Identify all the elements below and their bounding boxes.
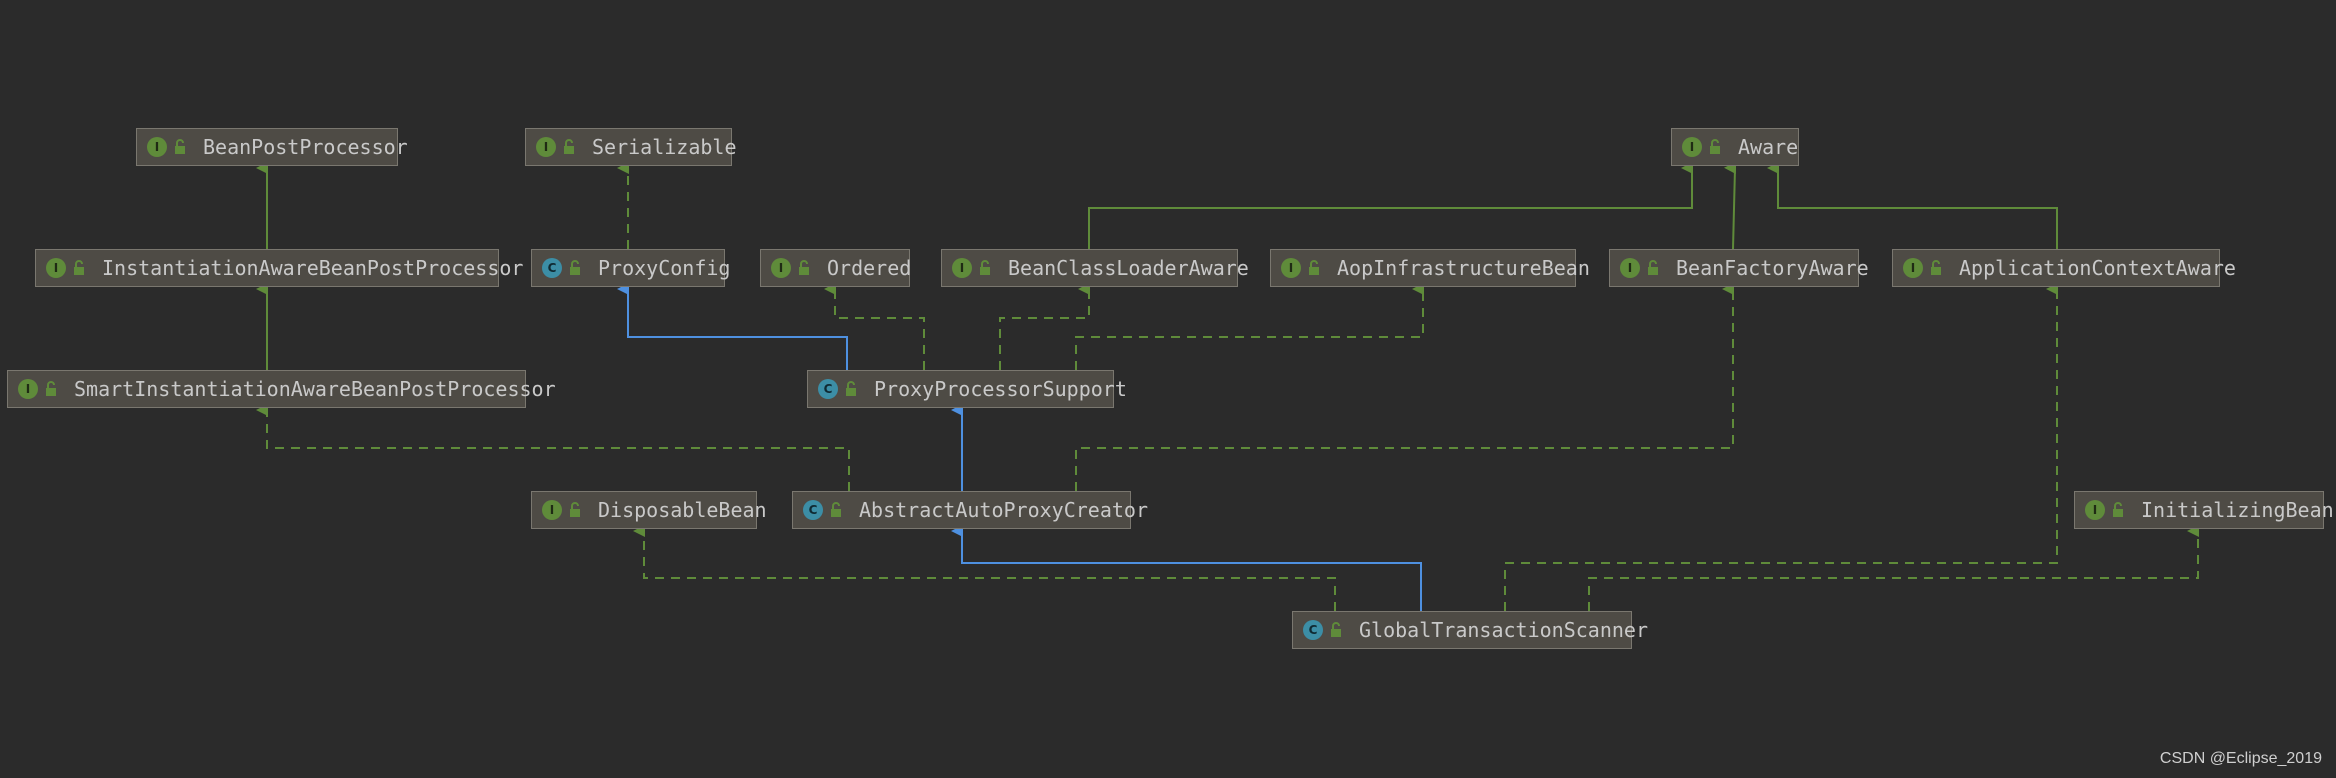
edge-ApplicationContextAware-to-Aware xyxy=(1767,162,2058,249)
interface-badge-icon: I xyxy=(1903,258,1923,278)
node-proxy-processor-support[interactable]: C ProxyProcessorSupport xyxy=(807,370,1127,408)
unlocked-icon xyxy=(175,139,185,154)
unlocked-icon xyxy=(1309,260,1319,275)
interface-badge-icon: I xyxy=(1620,258,1640,278)
node-label: BeanClassLoaderAware xyxy=(1008,256,1249,280)
node-label: GlobalTransactionScanner xyxy=(1359,618,1648,642)
edge-AbstractAutoProxyCreator-to-SmartInstantiationAwareBeanPostProcessor xyxy=(256,404,850,491)
edge-ProxyProcessorSupport-to-BeanClassLoaderAware xyxy=(999,283,1090,370)
unlocked-icon xyxy=(74,260,84,275)
node-label: Ordered xyxy=(827,256,912,280)
class-badge-icon: C xyxy=(542,258,562,278)
node-label: ProxyProcessorSupport xyxy=(874,377,1127,401)
node-aware[interactable]: I Aware xyxy=(1671,128,1799,166)
node-initializing-bean[interactable]: I InitializingBean xyxy=(2074,491,2334,529)
edge-GlobalTransactionScanner-to-AbstractAutoProxyCreator xyxy=(951,525,1422,611)
node-label: AopInfrastructureBean xyxy=(1337,256,1590,280)
edge-GlobalTransactionScanner-to-DisposableBean xyxy=(633,525,1336,611)
node-label: Aware xyxy=(1738,135,1799,159)
node-serializable[interactable]: I Serializable xyxy=(525,128,737,166)
node-label: BeanFactoryAware xyxy=(1676,256,1869,280)
abstract-class-badge-icon: C xyxy=(803,500,823,520)
interface-badge-icon: I xyxy=(147,137,167,157)
class-badge-icon: C xyxy=(818,379,838,399)
unlocked-icon xyxy=(831,502,841,517)
node-abstract-auto-proxy-creator[interactable]: C AbstractAutoProxyCreator xyxy=(792,491,1148,529)
unlocked-icon xyxy=(980,260,990,275)
unlocked-icon xyxy=(1710,139,1720,154)
unlocked-icon xyxy=(2113,502,2123,517)
unlocked-icon xyxy=(799,260,809,275)
unlocked-icon xyxy=(570,260,580,275)
unlocked-icon xyxy=(846,381,856,396)
node-disposable-bean[interactable]: I DisposableBean xyxy=(531,491,767,529)
node-label: Serializable xyxy=(592,135,737,159)
node-label: ApplicationContextAware xyxy=(1959,256,2236,280)
unlocked-icon xyxy=(1931,260,1941,275)
node-aop-infrastructure-bean[interactable]: I AopInfrastructureBean xyxy=(1270,249,1590,287)
node-instantiation-aware-bean-post-processor[interactable]: I InstantiationAwareBeanPostProcessor xyxy=(35,249,523,287)
interface-badge-icon: I xyxy=(542,500,562,520)
node-label: SmartInstantiationAwareBeanPostProcessor xyxy=(74,377,556,401)
edge-BeanClassLoaderAware-to-Aware xyxy=(1088,162,1693,249)
unlocked-icon xyxy=(564,139,574,154)
edge-GlobalTransactionScanner-to-ApplicationContextAware xyxy=(1504,283,2058,611)
interface-badge-icon: I xyxy=(18,379,38,399)
interface-badge-icon: I xyxy=(536,137,556,157)
unlocked-icon xyxy=(1648,260,1658,275)
node-proxy-config[interactable]: C ProxyConfig xyxy=(531,249,730,287)
unlocked-icon xyxy=(1331,622,1341,637)
unlocked-icon xyxy=(570,502,580,517)
node-label: BeanPostProcessor xyxy=(203,135,408,159)
interface-badge-icon: I xyxy=(1682,137,1702,157)
edge-BeanFactoryAware-to-Aware xyxy=(1724,162,1737,250)
node-application-context-aware[interactable]: I ApplicationContextAware xyxy=(1892,249,2236,287)
node-label: DisposableBean xyxy=(598,498,767,522)
edge-ProxyProcessorSupport-to-AopInfrastructureBean xyxy=(1075,283,1424,370)
node-label: InstantiationAwareBeanPostProcessor xyxy=(102,256,524,280)
node-label: InitializingBean xyxy=(2141,498,2334,522)
node-ordered[interactable]: I Ordered xyxy=(760,249,912,287)
edge-ProxyProcessorSupport-to-ProxyConfig xyxy=(617,283,848,370)
edge-ProxyProcessorSupport-to-Ordered xyxy=(824,283,925,370)
node-label: ProxyConfig xyxy=(598,256,731,280)
node-bean-factory-aware[interactable]: I BeanFactoryAware xyxy=(1609,249,1869,287)
interface-badge-icon: I xyxy=(771,258,791,278)
interface-badge-icon: I xyxy=(1281,258,1301,278)
node-label: AbstractAutoProxyCreator xyxy=(859,498,1148,522)
watermark: CSDN @Eclipse_2019 xyxy=(2159,750,2322,767)
node-smart-instantiation-aware-bean-post-processor[interactable]: I SmartInstantiationAwareBeanPostProcess… xyxy=(7,370,556,408)
edge-GlobalTransactionScanner-to-InitializingBean xyxy=(1588,525,2199,611)
node-bean-class-loader-aware[interactable]: I BeanClassLoaderAware xyxy=(941,249,1249,287)
node-bean-post-processor[interactable]: I BeanPostProcessor xyxy=(136,128,408,166)
class-badge-icon: C xyxy=(1303,620,1323,640)
interface-badge-icon: I xyxy=(46,258,66,278)
node-global-transaction-scanner[interactable]: C GlobalTransactionScanner xyxy=(1292,611,1648,649)
interface-badge-icon: I xyxy=(2085,500,2105,520)
edge-AbstractAutoProxyCreator-to-BeanFactoryAware xyxy=(1075,283,1734,491)
unlocked-icon xyxy=(46,381,56,396)
interface-badge-icon: I xyxy=(952,258,972,278)
